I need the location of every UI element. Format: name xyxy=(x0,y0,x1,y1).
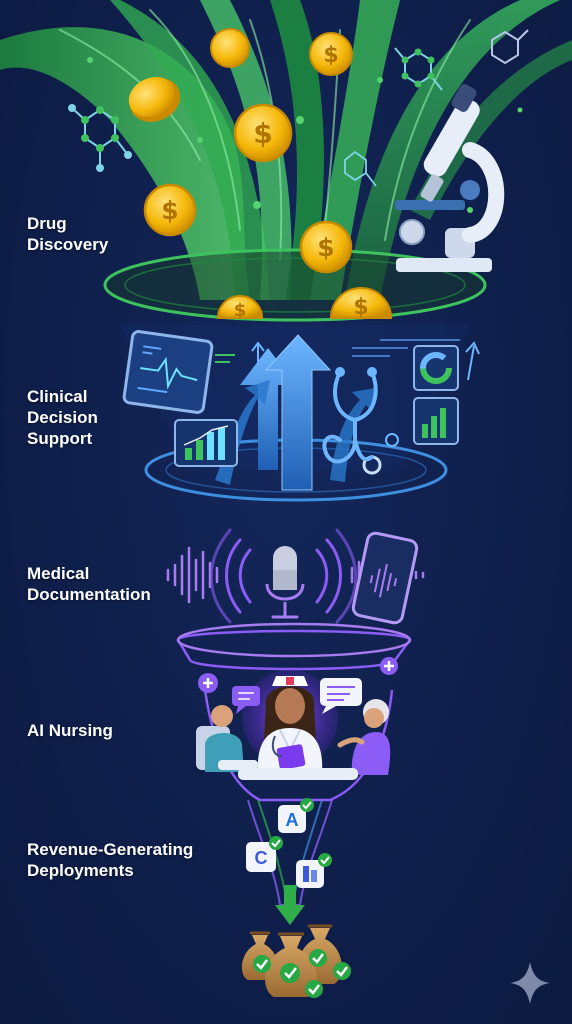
svg-text:$: $ xyxy=(234,300,247,321)
molecule-icon xyxy=(68,104,132,172)
svg-text:$: $ xyxy=(161,196,178,225)
svg-text:$: $ xyxy=(323,43,338,68)
coin-icon: $ xyxy=(143,183,197,237)
stethoscope-icon xyxy=(322,367,382,475)
coin-icon xyxy=(128,77,181,122)
plus-icon xyxy=(380,657,398,675)
plus-icon xyxy=(198,673,218,693)
checkmark-icon xyxy=(300,798,314,812)
smartphone-icon xyxy=(351,531,419,625)
ai-nursing-stage xyxy=(196,657,398,802)
molecule-icon xyxy=(491,29,529,65)
monitor-chart-icon xyxy=(122,330,214,414)
sparkle-icon xyxy=(510,962,550,1004)
stage-label-ai-nursing: AI Nursing xyxy=(27,721,113,740)
molecule-icon xyxy=(394,47,443,91)
chat-bubble-icon xyxy=(232,686,260,714)
svg-text:$: $ xyxy=(317,233,334,262)
drug-discovery-stage: $ $ $ $ $ $ xyxy=(0,0,572,322)
checkmark-icon xyxy=(253,955,271,973)
coin-icon: $ xyxy=(299,220,353,274)
app-badge-icon: A xyxy=(278,798,314,833)
microscope-icon xyxy=(395,84,505,272)
checkmark-icon xyxy=(309,949,327,967)
revenue-deployments-stage: A C xyxy=(241,798,351,998)
arrow-up-icon xyxy=(251,341,480,381)
checkmark-icon xyxy=(269,836,283,850)
molecule-icon xyxy=(344,150,377,187)
bar-chart-icon xyxy=(174,419,238,467)
svg-text:$: $ xyxy=(353,295,368,320)
donut-chart-icon xyxy=(413,345,459,391)
svg-text:C: C xyxy=(255,848,268,868)
nurse-icon xyxy=(257,676,323,772)
coin-icon: $ xyxy=(216,295,264,321)
patient-icon xyxy=(196,705,258,772)
app-badge-icon xyxy=(296,853,332,888)
stage-label-medical-documentation: Medical Documentation xyxy=(27,564,151,604)
medical-documentation-stage xyxy=(166,528,425,671)
stage-label-revenue-deployments: Revenue-Generating Deployments xyxy=(27,840,194,880)
app-badge-icon: C xyxy=(246,836,283,872)
stage-label-clinical-decision-support: Clinical Decision Support xyxy=(27,387,98,448)
stage-label-drug-discovery: Drug Discovery xyxy=(27,214,109,254)
checkmark-icon xyxy=(333,962,351,980)
microphone-icon xyxy=(265,546,305,619)
coin-icon: $ xyxy=(329,287,393,320)
patient-icon xyxy=(337,699,391,775)
checkmark-icon xyxy=(280,963,300,983)
coin-icon: $ xyxy=(233,103,293,163)
svg-text:A: A xyxy=(286,810,299,830)
coin-icon xyxy=(210,28,250,68)
bar-chart-icon xyxy=(413,397,459,445)
chat-bubble-icon xyxy=(320,678,362,714)
svg-text:$: $ xyxy=(253,117,272,150)
coin-icon: $ xyxy=(309,32,353,76)
checkmark-icon xyxy=(318,853,332,867)
checkmark-icon xyxy=(305,980,323,998)
clinical-decision-stage xyxy=(120,325,480,502)
